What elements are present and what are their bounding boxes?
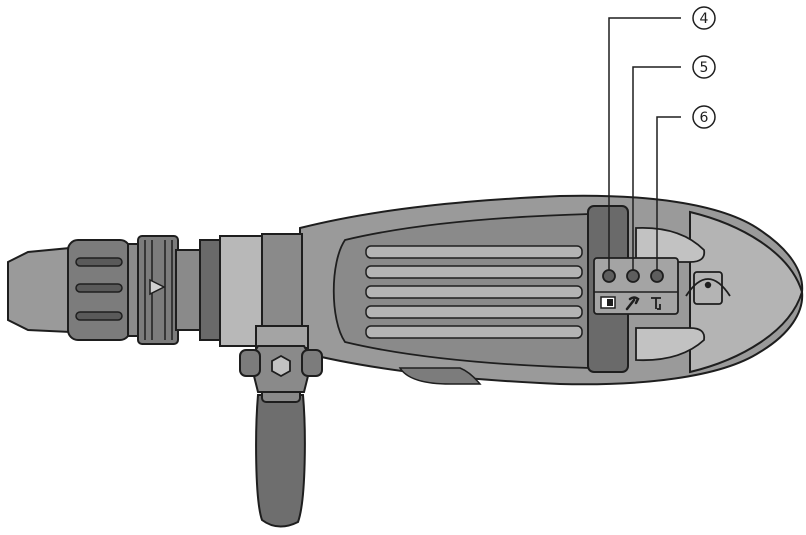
callout-6-label: 6 [700,110,709,126]
ribbed-collar [127,235,223,345]
arrow-icon [149,278,166,296]
right-indicator-led [650,269,664,283]
hammer-mode-icon [651,297,661,310]
battery-icon [600,296,616,309]
callout-4-label: 4 [700,11,709,27]
vent-slots [365,245,583,339]
callout-4: 4 [692,6,716,30]
wrench-icon [625,296,640,311]
lock-icon [685,271,731,305]
callout-6: 6 [692,105,716,129]
middle-indicator-led [626,269,640,283]
callout-5-label: 5 [700,60,709,76]
callout-5: 5 [692,55,716,79]
indicator-panel [587,205,731,373]
left-indicator-led [602,269,616,283]
handle-clamp [239,233,323,393]
callout-leaders [608,17,681,270]
side-handle [255,377,306,528]
chuck [7,239,131,341]
